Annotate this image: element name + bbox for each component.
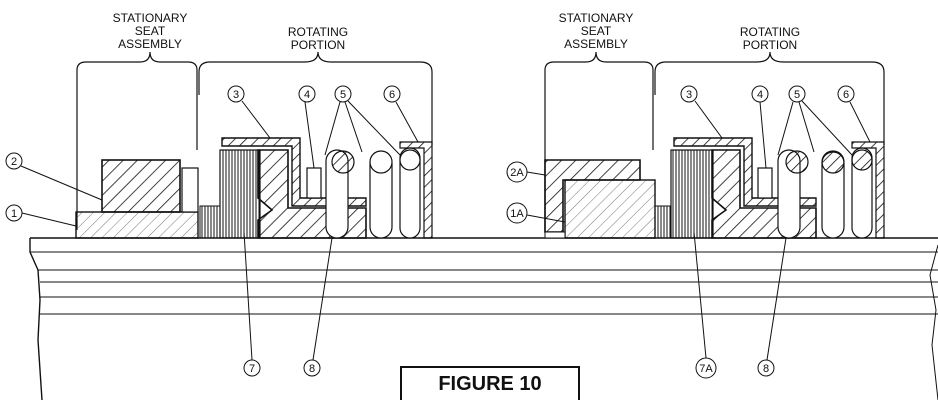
left-stationary-label-line1: STATIONARY [113,11,188,25]
right-stationary-label-line1: STATIONARY [559,11,634,25]
right-rotating-label-line1: ROTATING [740,25,800,39]
right-rotating-label-line2: PORTION [743,38,797,52]
left-part-6-holder [399,141,433,239]
right-callout-3: 3 [680,85,723,139]
left-seat-step [181,167,199,213]
right-part-6-holder [851,141,885,239]
left-callout-6: 6 [383,85,419,143]
left-spacer [199,205,221,239]
left-callout-7: 7 [243,231,261,377]
left-part-2-insert [101,159,181,213]
left-seal-assembly: STATIONARY SEAT ASSEMBLY ROTATING PORTIO… [5,11,433,377]
figure-caption: FIGURE 10 [400,366,580,400]
left-stationary-label-line2: SEAT [135,24,166,38]
svg-text:1: 1 [11,208,17,220]
svg-text:3: 3 [233,89,239,101]
svg-text:5: 5 [794,89,800,101]
right-callout-6: 6 [837,85,871,143]
right-callout-5: 5 [777,85,853,156]
svg-text:7A: 7A [699,363,713,375]
left-stationary-brace [76,51,198,230]
svg-text:3: 3 [686,89,692,101]
left-part-5-springs [325,147,421,239]
left-part-3-retainer [221,137,367,207]
right-callout-4: 4 [751,85,769,169]
svg-text:2A: 2A [510,167,524,179]
right-stationary-label-line3: ASSEMBLY [564,37,628,51]
left-part-1-seat [75,211,199,239]
right-callout-8: 8 [757,237,787,377]
left-callout-8: 8 [303,237,333,377]
left-rotating-label-line2: PORTION [291,38,345,52]
right-stationary-label-line2: SEAT [581,24,612,38]
left-part-4-washer [306,167,322,199]
right-part-4-washer [757,167,773,199]
svg-text:4: 4 [757,89,763,101]
left-callout-3: 3 [227,85,271,139]
right-callout-2a: 2A [506,161,546,183]
right-part-1a-insert [564,179,656,239]
svg-text:1A: 1A [510,208,524,220]
left-callout-1: 1 [5,204,77,227]
right-part-5-springs [777,147,873,239]
svg-text:7: 7 [249,363,255,375]
right-spacer [654,205,672,239]
left-part-7-band [219,149,261,239]
right-part-7a-band [670,149,714,239]
right-part-3-retainer [673,137,817,207]
left-callout-2: 2 [5,152,103,201]
left-rotating-label-line1: ROTATING [288,25,348,39]
right-callout-1a: 1A [506,202,566,224]
svg-text:4: 4 [304,89,310,101]
left-callout-5: 5 [324,85,401,156]
left-rotating-brace [198,51,433,145]
svg-text:2: 2 [11,156,17,168]
right-callout-7a: 7A [693,231,717,379]
svg-text:6: 6 [389,89,395,101]
right-stationary-brace [544,51,654,232]
left-callout-4: 4 [298,85,316,169]
svg-text:5: 5 [340,89,346,101]
svg-text:8: 8 [309,363,315,375]
svg-text:8: 8 [763,363,769,375]
right-seat-lip [544,231,566,239]
right-seal-assembly: STATIONARY SEAT ASSEMBLY ROTATING PORTIO… [506,11,885,379]
right-rotating-brace [654,51,885,145]
svg-text:6: 6 [843,89,849,101]
left-stationary-label-line3: ASSEMBLY [118,37,182,51]
